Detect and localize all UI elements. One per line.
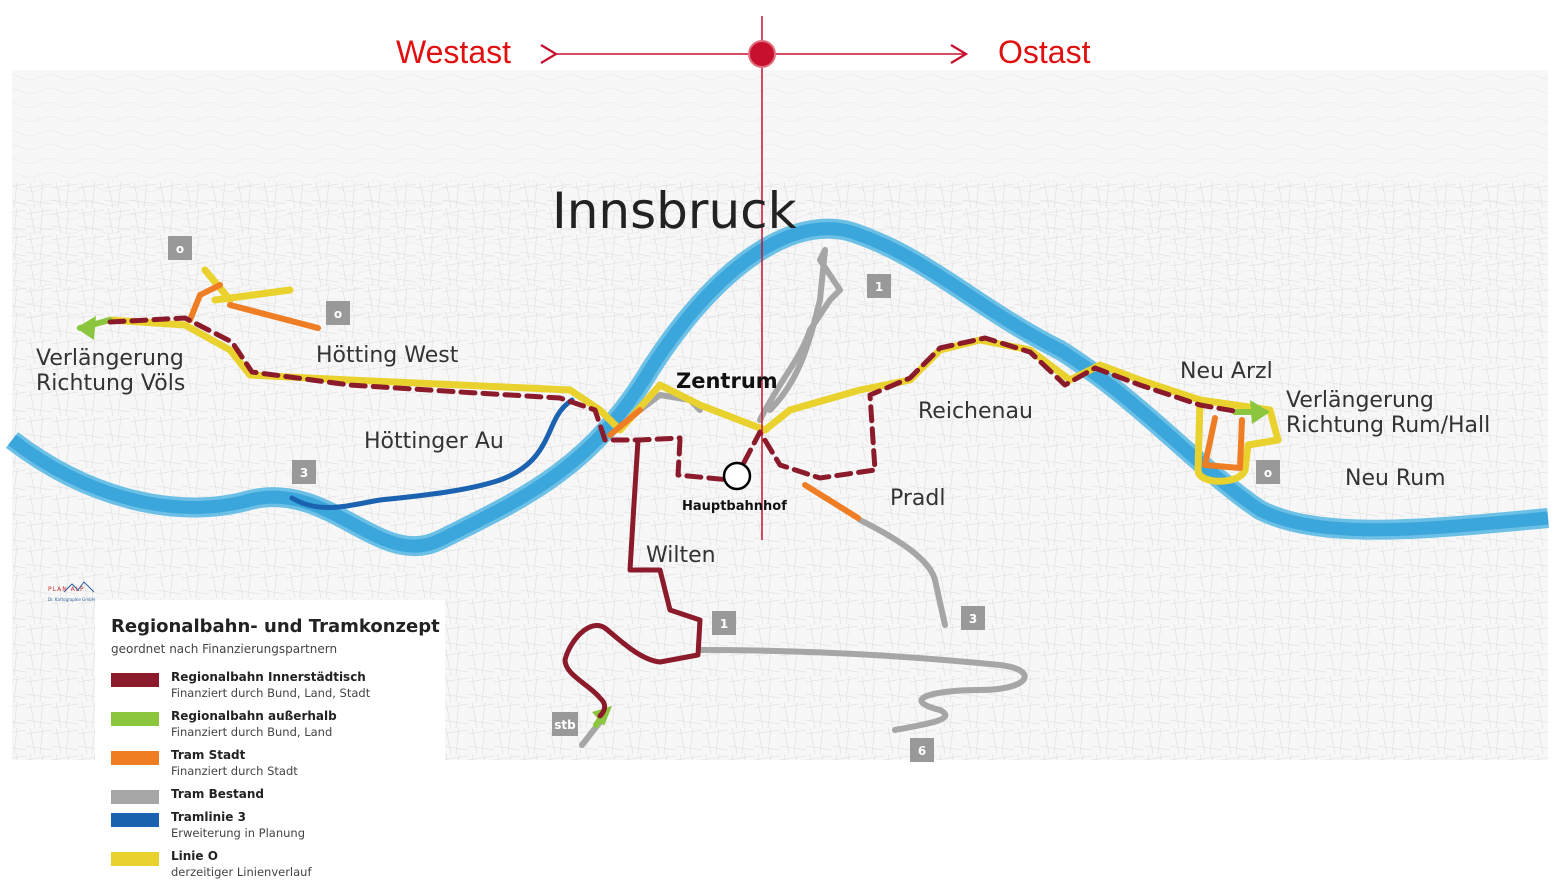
plan-alp-logo: PLAN ALP Dr. Kartographie GmbH (44, 578, 104, 604)
svg-text:1: 1 (875, 280, 883, 294)
badge-line-o-right: o (1256, 460, 1280, 484)
legend-subtitle: geordnet nach Finanzierungspartnern (111, 642, 338, 656)
badge-line-1-bottom: 1 (712, 611, 736, 635)
east-label: Ostast (998, 34, 1091, 70)
plan-alp-logo-text: PLAN ALP (48, 586, 85, 593)
svg-text:6: 6 (918, 744, 926, 758)
legend-item-name: Tramlinie 3 (171, 810, 246, 824)
line-o-route (106, 266, 1282, 485)
legend-item-name: Tram Bestand (171, 787, 264, 801)
legend-item-name: Tram Stadt (171, 748, 246, 762)
regional-inner-wilten-solid (562, 437, 703, 719)
hauptbahnhof-station-icon (722, 461, 752, 491)
badge-line-3-left: 3 (292, 460, 316, 484)
city-title: Innsbruck (552, 182, 797, 240)
legend-item-name: Regionalbahn Innerstädtisch (171, 670, 366, 684)
svg-text:1: 1 (720, 617, 728, 631)
regional-inner-west-dashed (107, 315, 683, 443)
badge-line-3-right: 3 (961, 606, 985, 630)
divider-center-marker-icon (748, 40, 776, 68)
legend-item-tram-existing: Tram Bestand (111, 787, 441, 823)
map-legend: Regionalbahn- und Tramkonzept geordnet n… (95, 600, 445, 890)
label-wilten: Wilten (646, 543, 716, 568)
tram-existing-line-3 (857, 517, 948, 628)
badge-line-o-left: o (326, 301, 350, 325)
label-neu-rum: Neu Rum (1345, 466, 1446, 491)
svg-text:o: o (176, 242, 184, 256)
legend-swatch (111, 751, 159, 765)
legend-swatch (111, 712, 159, 726)
svg-text:3: 3 (300, 466, 308, 480)
label-hoettinger-au: Höttinger Au (364, 429, 504, 454)
legend-item-line-o: Linie O derzeitiger Linienverlauf (111, 849, 441, 885)
label-east-extension-line2: Richtung Rum/Hall (1286, 413, 1490, 438)
legend-item-name: Linie O (171, 849, 218, 863)
badge-line-1-top: 1 (867, 274, 891, 298)
legend-item-desc: derzeitiger Linienverlauf (171, 865, 312, 879)
tram-existing-line-1-north (757, 247, 843, 423)
label-west-extension-line2: Richtung Völs (36, 371, 185, 396)
legend-item-desc: Finanziert durch Stadt (171, 764, 298, 778)
badge-line-6: 6 (910, 738, 934, 762)
tram-city-lines (187, 282, 1245, 521)
label-hauptbahnhof: Hauptbahnhof (682, 499, 787, 514)
label-hoetting-west: Hötting West (316, 343, 459, 368)
plan-alp-logo-mountain-icon (63, 581, 95, 593)
west-extension-arrow-icon (76, 316, 96, 340)
legend-title: Regionalbahn- und Tramkonzept (111, 616, 440, 637)
label-west-extension-line1: Verlängerung (36, 346, 184, 371)
legend-swatch (111, 673, 159, 687)
badge-line-o-top: o (168, 236, 192, 260)
legend-item-desc: Erweiterung in Planung (171, 826, 305, 840)
river-inn-core (8, 222, 1549, 553)
west-label: Westast (396, 34, 511, 70)
label-zentrum: Zentrum (676, 369, 778, 393)
legend-item-name: Regionalbahn außerhalb (171, 709, 337, 723)
svg-text:stb: stb (554, 718, 576, 732)
label-pradl: Pradl (890, 486, 945, 511)
svg-text:o: o (334, 307, 342, 321)
legend-swatch (111, 790, 159, 804)
legend-item-regional-outer: Regionalbahn außerhalb Finanziert durch … (111, 709, 441, 745)
tram-existing-line-6 (697, 647, 1028, 733)
tram-existing-lines (579, 247, 1028, 748)
plan-alp-logo-subtext: Dr. Kartographie GmbH (48, 597, 95, 602)
label-reichenau: Reichenau (918, 399, 1033, 424)
legend-item-tram-3: Tramlinie 3 Erweiterung in Planung (111, 810, 441, 846)
label-east-extension-line1: Verlängerung (1286, 388, 1434, 413)
legend-item-desc: Finanziert durch Bund, Land, Stadt (171, 686, 371, 700)
legend-swatch (111, 852, 159, 866)
legend-item-tram-city: Tram Stadt Finanziert durch Stadt (111, 748, 441, 784)
tram-line-3-extension (289, 397, 575, 510)
label-neu-arzl: Neu Arzl (1180, 359, 1273, 384)
legend-swatch (111, 813, 159, 827)
svg-text:o: o (1264, 466, 1272, 480)
svg-text:3: 3 (969, 612, 977, 626)
legend-item-regional-inner: Regionalbahn Innerstädtisch Finanziert d… (111, 670, 441, 706)
badge-stb: stb (552, 712, 578, 736)
legend-item-desc: Finanziert durch Bund, Land (171, 725, 333, 739)
east-extension-arrow-icon (1250, 400, 1270, 424)
